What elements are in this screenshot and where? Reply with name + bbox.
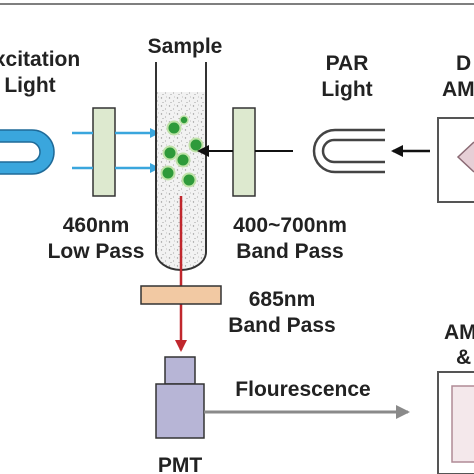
- filter-460nm: [92, 107, 116, 197]
- right-top-label-line2: AM: [442, 78, 474, 101]
- filter-400-700nm-label-line1: 400~700nm: [233, 214, 347, 237]
- filter-685nm-label-line1: 685nm: [249, 288, 316, 311]
- pmt-label: PMT: [158, 454, 203, 474]
- algae-cells: [160, 115, 204, 188]
- fluorescence-label: Flourescence: [235, 378, 370, 401]
- bulb-icon: [312, 128, 385, 174]
- pmt-icon: [155, 356, 205, 439]
- filter-400-700nm-label-line2: Band Pass: [236, 240, 343, 263]
- filter-460nm-label-line1: 460nm: [63, 214, 130, 237]
- par-label-line1: PAR: [326, 52, 369, 75]
- par-label-line2: Light: [321, 78, 372, 101]
- right-bottom-label-line1: AM: [444, 321, 474, 344]
- filter-460nm-label-line2: Low Pass: [48, 240, 145, 263]
- lamp-icon: [0, 129, 55, 175]
- right-top-label-line1: D: [456, 52, 471, 75]
- filter-400-700nm: [232, 107, 256, 197]
- filter-685nm-label-line2: Band Pass: [228, 314, 335, 337]
- excitation-label-line1: Excitation: [0, 48, 80, 71]
- right-bottom-device: [437, 371, 474, 474]
- right-bottom-label-line2: &: [456, 346, 471, 369]
- excitation-label-line2: Light: [4, 74, 55, 97]
- sample-label: Sample: [148, 35, 223, 58]
- excitation-beam: [72, 128, 160, 173]
- filter-685nm: [140, 285, 222, 305]
- right-top-device: [437, 117, 474, 203]
